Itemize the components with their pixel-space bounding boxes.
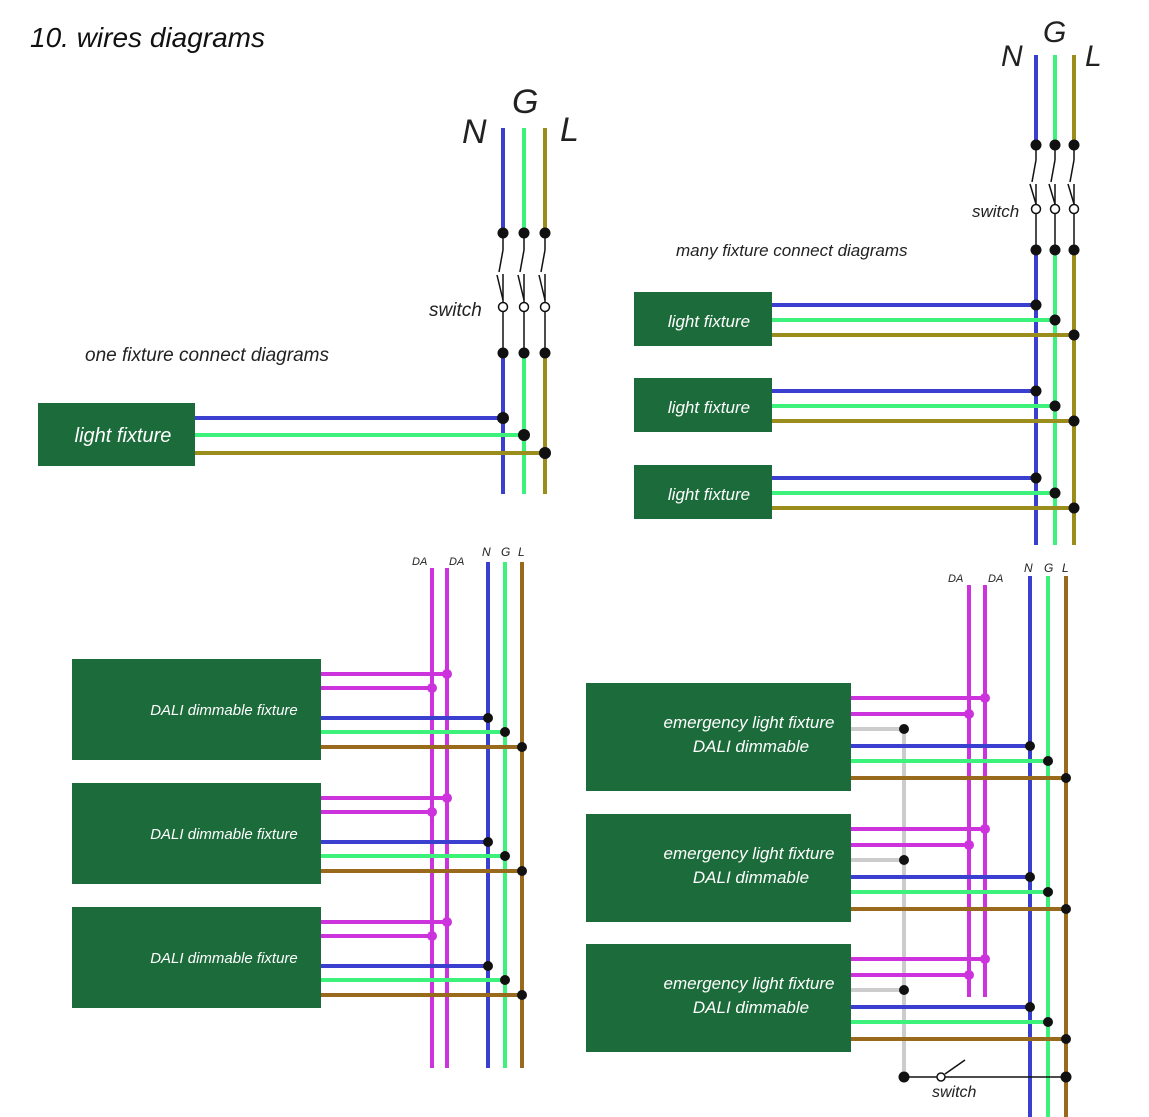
emergency-fixture-label-line2: DALI dimmable bbox=[693, 737, 809, 756]
label-g: G bbox=[1044, 561, 1053, 575]
dali-fixture-label: DALI dimmable fixture bbox=[150, 950, 298, 967]
switch-label: switch bbox=[429, 300, 482, 321]
light-fixture-label: light fixture bbox=[668, 312, 750, 331]
label-n: N bbox=[482, 545, 491, 559]
many-fixture-diagram: N G L switch many fixture connect diagra… bbox=[634, 16, 1102, 545]
emergency-fixture-label-line2: DALI dimmable bbox=[693, 998, 809, 1017]
emergency-fixture-box bbox=[586, 944, 851, 1052]
light-fixture-box bbox=[634, 378, 772, 432]
label-g: G bbox=[501, 545, 510, 559]
label-g: G bbox=[1043, 16, 1066, 49]
light-fixture-label: light fixture bbox=[668, 398, 750, 417]
label-l: L bbox=[1062, 561, 1069, 575]
emergency-diagram: DA DA N G L emergency light fixtureDALI … bbox=[586, 561, 1072, 1117]
dali-fixture-row: DALI dimmable fixture bbox=[72, 783, 527, 884]
switch-label: switch bbox=[932, 1084, 977, 1101]
emergency-fixture-label-line2: DALI dimmable bbox=[693, 868, 809, 887]
dali-fixture-label: DALI dimmable fixture bbox=[150, 826, 298, 843]
three-pole-switch bbox=[496, 233, 551, 353]
dali-fixture-label: DALI dimmable fixture bbox=[150, 702, 298, 719]
light-fixture-row: light fixture bbox=[634, 378, 1080, 432]
label-da: DA bbox=[412, 556, 427, 568]
label-da: DA bbox=[988, 573, 1003, 585]
label-n: N bbox=[462, 113, 487, 151]
dali-fixture-box bbox=[72, 907, 321, 1008]
one-fixture-diagram: N G L switch one fixture connect diagram… bbox=[38, 83, 579, 494]
switch-label: switch bbox=[972, 202, 1019, 221]
label-l: L bbox=[560, 111, 579, 149]
label-n: N bbox=[1001, 40, 1023, 73]
emergency-switch: switch bbox=[898, 1059, 1072, 1101]
light-fixture-label: light fixture bbox=[75, 425, 172, 447]
emergency-fixture-label-line1: emergency light fixture bbox=[663, 844, 834, 863]
label-n: N bbox=[1024, 561, 1033, 575]
emergency-fixture-label-line1: emergency light fixture bbox=[663, 713, 834, 732]
label-l: L bbox=[1085, 40, 1102, 73]
emergency-fixture-label-line1: emergency light fixture bbox=[663, 974, 834, 993]
dali-fixture-row: DALI dimmable fixture bbox=[72, 659, 527, 760]
light-fixture-box bbox=[634, 292, 772, 346]
label-da: DA bbox=[449, 556, 464, 568]
page-title: 10. wires diagrams bbox=[30, 22, 265, 53]
emergency-fixture-box bbox=[586, 814, 851, 922]
dali-fixture-box bbox=[72, 659, 321, 760]
three-pole-switch bbox=[1029, 145, 1080, 250]
one-fixture-heading: one fixture connect diagrams bbox=[85, 345, 329, 366]
label-da: DA bbox=[948, 573, 963, 585]
light-fixture-row: light fixture bbox=[634, 292, 1080, 346]
label-l: L bbox=[518, 545, 525, 559]
light-fixture-label: light fixture bbox=[668, 485, 750, 504]
light-fixture-box bbox=[38, 403, 195, 466]
light-fixture-box bbox=[634, 465, 772, 519]
light-fixture-row: light fixture bbox=[634, 465, 1080, 519]
many-fixture-heading: many fixture connect diagrams bbox=[676, 241, 908, 260]
label-g: G bbox=[512, 83, 538, 121]
emergency-fixture-box bbox=[586, 683, 851, 791]
dali-fixture-box bbox=[72, 783, 321, 884]
dali-fixture-row: DALI dimmable fixture bbox=[72, 907, 527, 1008]
